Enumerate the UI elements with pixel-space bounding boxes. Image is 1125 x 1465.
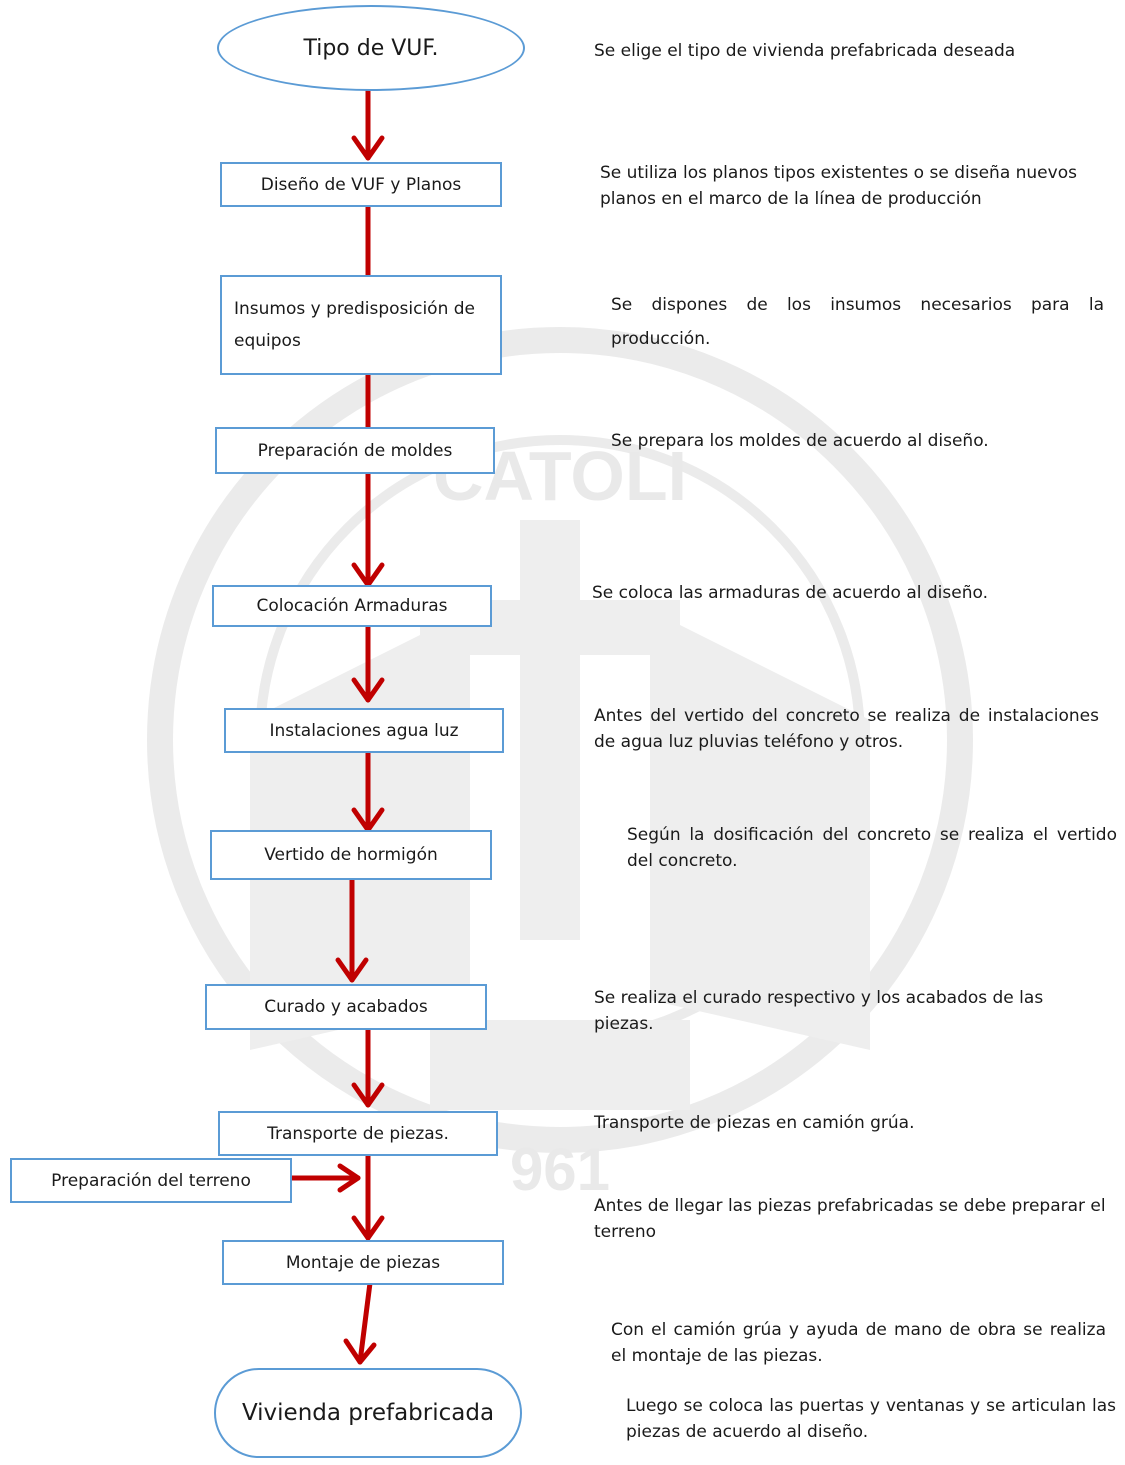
step-montaje: Montaje de piezas — [222, 1240, 504, 1285]
arrow-1 — [351, 85, 385, 161]
arrow-5 — [351, 622, 385, 703]
start-node: Tipo de VUF. — [217, 5, 525, 91]
arrow-6 — [351, 745, 385, 833]
step-label: Transporte de piezas. — [267, 1123, 449, 1144]
description-11: Con el camión grúa y ayuda de mano de ob… — [611, 1320, 1106, 1367]
description-5: Se coloca las armaduras de acuerdo al di… — [592, 583, 989, 603]
description-6: Antes del vertido del concreto se realiz… — [594, 706, 1099, 753]
description-8: Se realiza el curado respectivo y los ac… — [594, 988, 1044, 1035]
step-instalaciones: Instalaciones agua luz — [224, 708, 504, 753]
end-node: Vivienda prefabricada — [214, 1368, 522, 1458]
arrow-9 — [351, 1152, 385, 1241]
watermark-year: 961 — [510, 1136, 610, 1203]
step-insumos: Insumos y predisposición de equipos — [220, 275, 502, 375]
arrow-7 — [335, 875, 369, 983]
step-label: Preparación de moldes — [257, 440, 453, 461]
description-4: Se prepara los moldes de acuerdo al dise… — [611, 431, 989, 451]
step-label: Colocación Armaduras — [256, 596, 448, 616]
arrow-8 — [351, 1027, 385, 1108]
step-diseno: Diseño de VUF y Planos — [220, 162, 502, 207]
description-2: Se utiliza los planos tipos existentes o… — [600, 163, 1077, 210]
end-label: Vivienda prefabricada — [241, 1400, 495, 1426]
arrow-side — [289, 1163, 361, 1193]
side-input-label: Preparación del terreno — [51, 1170, 251, 1191]
step-label: Instalaciones agua luz — [269, 720, 459, 741]
arrow-10 — [343, 1280, 377, 1365]
description-9: Transporte de piezas en camión grúa. — [594, 1113, 915, 1133]
step-label: Insumos y predisposición de equipos — [234, 298, 476, 351]
description-3: Se dispones de los insumos necesarios pa… — [611, 295, 1104, 349]
arrow-4 — [351, 470, 385, 588]
step-transporte: Transporte de piezas. — [218, 1111, 498, 1156]
step-label: Curado y acabados — [264, 997, 428, 1017]
start-label: Tipo de VUF. — [303, 35, 439, 61]
step-curado: Curado y acabados — [205, 984, 487, 1030]
description-12: Luego se coloca las puertas y ventanas y… — [626, 1396, 1116, 1443]
description-10: Antes de llegar las piezas prefabricadas… — [594, 1196, 1106, 1243]
side-input-terreno: Preparación del terreno — [10, 1158, 292, 1203]
step-label: Diseño de VUF y Planos — [260, 174, 462, 195]
description-1: Se elige el tipo de vivienda prefabricad… — [594, 41, 1016, 61]
description-7: Según la dosificación del concreto se re… — [627, 825, 1117, 872]
step-label: Montaje de piezas — [285, 1252, 441, 1273]
step-vertido: Vertido de hormigón — [210, 830, 492, 880]
step-label: Vertido de hormigón — [264, 845, 438, 865]
step-armaduras: Colocación Armaduras — [212, 585, 492, 627]
step-moldes: Preparación de moldes — [215, 427, 495, 474]
